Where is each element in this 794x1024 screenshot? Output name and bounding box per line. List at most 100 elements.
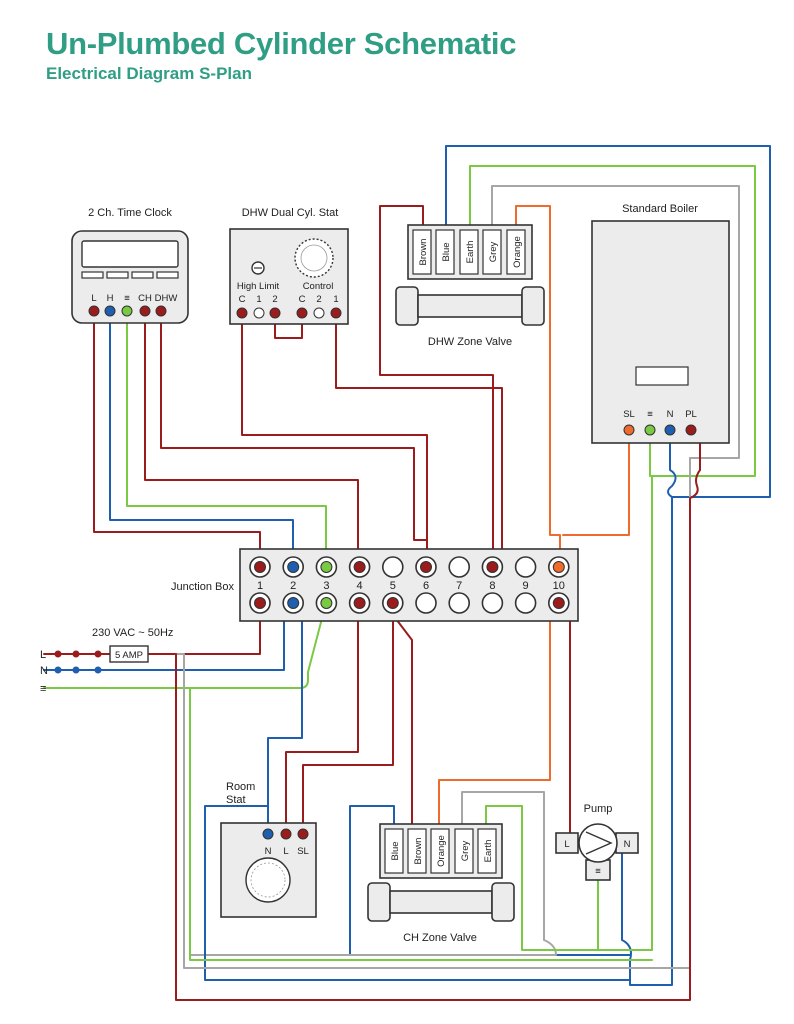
wire-clock-n [109,310,294,567]
jb-terminal-number: 4 [357,580,363,592]
cyl-stat-high-limit: High Limit [237,281,280,292]
page-subtitle: Electrical Diagram S-Plan [46,64,252,83]
jb-connection-1 [254,561,266,573]
wire-dhw-valve-grey [491,185,740,459]
wire-cylstat-c-jb6 [241,312,428,567]
pump-label: Pump [584,803,613,815]
svg-text:≡: ≡ [647,409,653,420]
cyl-stat-control: Control [303,281,334,292]
cyl-stat-body [229,228,349,325]
svg-text:1: 1 [256,294,261,305]
svg-text:≡: ≡ [595,866,601,877]
wire-earth-bus [189,687,653,961]
wire-jb10-pump-l [559,602,571,844]
svg-text:Brown: Brown [413,838,424,865]
svg-text:2: 2 [316,294,321,305]
jb-connection-8 [486,561,499,573]
clock-terminal-earth: ≡ [124,293,130,304]
junction-box-label: Junction Box [171,581,234,593]
jb-terminal-7-bottom [448,592,471,614]
wire-boiler-sl [562,429,630,536]
wire-jb5-roomstat-sl [302,602,394,831]
wire-dhw-valve-blue [445,145,771,498]
wire-dhw-valve-brown [379,205,494,567]
wire-clock-ch [144,310,359,567]
boiler-label: Standard Boiler [622,203,698,215]
cylinder-stat: DHW Dual Cyl. Stat High Limit Control C … [229,207,349,325]
cyl-stat-label: DHW Dual Cyl. Stat [242,207,339,219]
boiler-body [591,220,730,444]
jb-terminal-number: 7 [456,580,462,592]
supply-voltage: 230 VAC ~ 50Hz [92,627,173,639]
wire-jb4-roomstat-l [285,602,359,831]
svg-text:2: 2 [272,294,277,305]
svg-text:Orange: Orange [512,236,523,268]
svg-text:Blue: Blue [441,242,452,261]
svg-text:Blue: Blue [390,841,401,860]
jb-connection-2 [287,561,300,573]
jb-terminal-9-bottom [514,592,537,614]
jb-terminal-number: 5 [390,580,396,592]
page-title: Un-Plumbed Cylinder Schematic [46,26,517,61]
jb-terminal-5-top [381,556,404,578]
pump: Pump L N ≡ [555,803,639,881]
wire-pump-n [621,496,696,986]
svg-text:Orange: Orange [436,835,447,867]
jb-connection-1 [254,597,266,609]
room-stat-label-2: Stat [226,794,246,806]
wire-jb5-ch-brown [392,614,413,831]
wire-boiler-n [667,429,677,498]
jb-terminal-6-bottom [415,592,437,614]
wire-clock-l [93,310,261,567]
svg-text:N: N [667,409,674,420]
svg-text:L: L [564,839,569,850]
wire-cylstat-link [274,312,303,339]
room-stat: Room Stat N L SL [220,781,317,918]
svg-text:C: C [239,294,246,305]
jb-terminal-8-bottom [481,592,504,614]
wire-cylstat-1 [335,312,503,561]
jb-terminal-number: 1 [257,580,263,592]
svg-text:1: 1 [333,294,338,305]
svg-text:Earth: Earth [465,241,476,264]
svg-text:PL: PL [685,409,697,420]
dhw-valve-label: DHW Zone Valve [428,336,512,348]
jb-connection-3 [320,597,333,609]
jb-connection-2 [287,597,300,609]
fuse-box [109,645,149,663]
jb-terminal-number: 9 [523,580,529,592]
jb-connection-10 [552,561,565,573]
jb-connection-5 [386,597,399,609]
svg-text:N: N [624,839,631,850]
jb-connection-4 [353,597,366,609]
svg-text:Grey: Grey [460,840,471,861]
supply-line-n: N [40,665,48,677]
svg-text:Grey: Grey [488,241,499,262]
svg-text:N: N [265,846,272,857]
svg-text:L: L [283,846,288,857]
wire-clock-dhw [160,310,428,541]
jb-connection-3 [320,561,333,573]
wire-roomstat-n-return [204,805,631,981]
wire-ch-earth [485,805,599,951]
clock-terminal-dhw: DHW [155,293,178,304]
clock-terminal-ch: CH [138,293,152,304]
ch-zone-valve: Blue Brown Orange Grey Earth CH Zone Val… [367,823,515,944]
svg-text:SL: SL [297,846,309,857]
jb-terminal-9-top [514,556,537,578]
clock-terminal-h: H [107,293,114,304]
time-clock-label: 2 Ch. Time Clock [88,207,172,219]
standard-boiler: Standard Boiler SL ≡ N PL [591,203,730,444]
jb-connection-6 [420,561,432,573]
svg-text:Brown: Brown [418,239,429,266]
jb-connection-10 [552,597,565,609]
wire-dhw-valve-earth [469,165,756,477]
svg-text:SL: SL [623,409,635,420]
dhw-zone-valve: Brown Blue Earth Grey Orange DHW Zone Va… [395,224,545,348]
time-clock-display [81,240,179,268]
supply-fuse: 5 AMP [115,650,143,661]
jb-terminal-number: 8 [489,580,495,592]
boiler-display [635,366,689,386]
